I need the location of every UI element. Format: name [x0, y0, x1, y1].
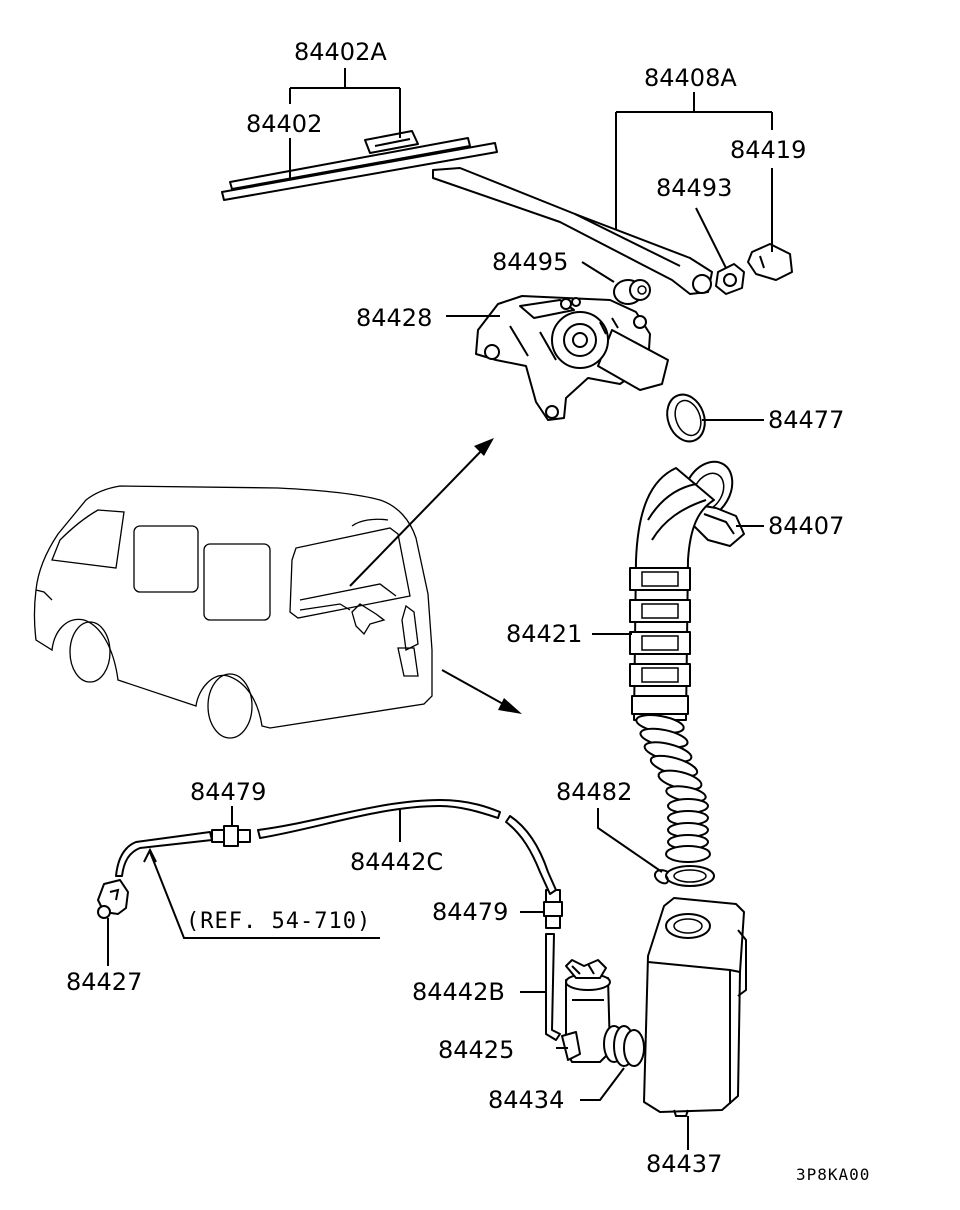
- label-84402: 84402: [246, 110, 322, 138]
- joint-84479-lower: [543, 889, 563, 929]
- label-84407: 84407: [768, 512, 844, 540]
- label-84419: 84419: [730, 136, 806, 164]
- wiper-blade-84402: [221, 130, 498, 201]
- diagram-code: 3P8KA00: [796, 1165, 870, 1184]
- label-84442C: 84442C: [350, 848, 443, 876]
- hose-84442B: [545, 933, 561, 1041]
- washer-pump-84425: [561, 959, 611, 1063]
- label-84428: 84428: [356, 304, 432, 332]
- leader-lines: [107, 68, 773, 1150]
- label-84427: 84427: [66, 968, 142, 996]
- hose-to-nozzle: [115, 831, 213, 877]
- part-labels: 84402A 84402 84408A 84419 84493 84495 84…: [66, 38, 870, 1184]
- label-84408A: 84408A: [644, 64, 737, 92]
- label-84421: 84421: [506, 620, 582, 648]
- pointer-arrow-to-tank: [441, 669, 522, 714]
- joint-84479-upper: [211, 825, 251, 847]
- label-84479-lower: 84479: [432, 898, 508, 926]
- cap-84419: [747, 243, 793, 281]
- label-84425: 84425: [438, 1036, 514, 1064]
- grommet-84495: [613, 279, 651, 305]
- label-84495: 84495: [492, 248, 568, 276]
- label-84434: 84434: [488, 1086, 564, 1114]
- wiper-motor-84428: [475, 295, 669, 421]
- nozzle-84427: [97, 879, 129, 919]
- label-84442B: 84442B: [412, 978, 505, 1006]
- washer-tank-84437: [643, 897, 747, 1117]
- label-84477: 84477: [768, 406, 844, 434]
- grommet-84477: [666, 393, 706, 443]
- reference-note: (REF. 54-710): [186, 909, 371, 934]
- wiper-arm-84408A: [432, 167, 713, 295]
- hose-assembly-84421: [629, 460, 745, 887]
- label-84493: 84493: [656, 174, 732, 202]
- label-84402A: 84402A: [294, 38, 387, 66]
- label-84437: 84437: [646, 1150, 722, 1178]
- label-84482: 84482: [556, 778, 632, 806]
- pointer-arrow-to-motor: [349, 438, 494, 587]
- nut-84493: [715, 263, 745, 295]
- label-84479-upper: 84479: [190, 778, 266, 806]
- hose-84442C: [257, 799, 557, 895]
- pump-grommet-84434: [603, 1025, 645, 1067]
- van-illustration: [33, 485, 433, 739]
